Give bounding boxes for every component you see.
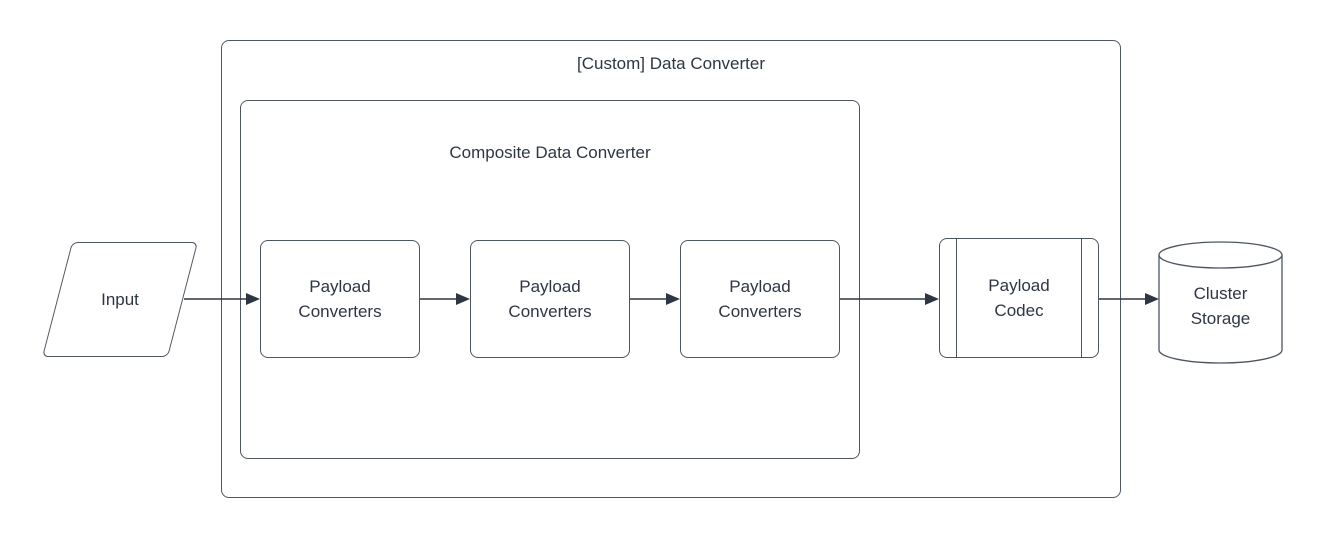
payload-converters-node-1: Payload Converters: [260, 240, 420, 358]
custom-data-converter-label: [Custom] Data Converter: [576, 54, 765, 73]
custom-data-converter-container: [Custom] Data Converter: [221, 40, 1121, 498]
codec-left-bar: [956, 239, 957, 357]
payload-converters-node-3: Payload Converters: [680, 240, 840, 358]
composite-data-converter-label: Composite Data Converter: [449, 143, 651, 162]
cluster-storage-label: Cluster Storage: [1190, 284, 1251, 328]
payload-converters-node-2: Payload Converters: [470, 240, 630, 358]
composite-data-converter-container: Composite Data Converter: [240, 100, 860, 459]
payload-codec-node: Payload Codec: [939, 238, 1099, 358]
payload-codec-label: Payload Codec: [988, 276, 1050, 320]
input-node-label: Input: [101, 289, 139, 309]
codec-right-bar: [1081, 239, 1082, 357]
